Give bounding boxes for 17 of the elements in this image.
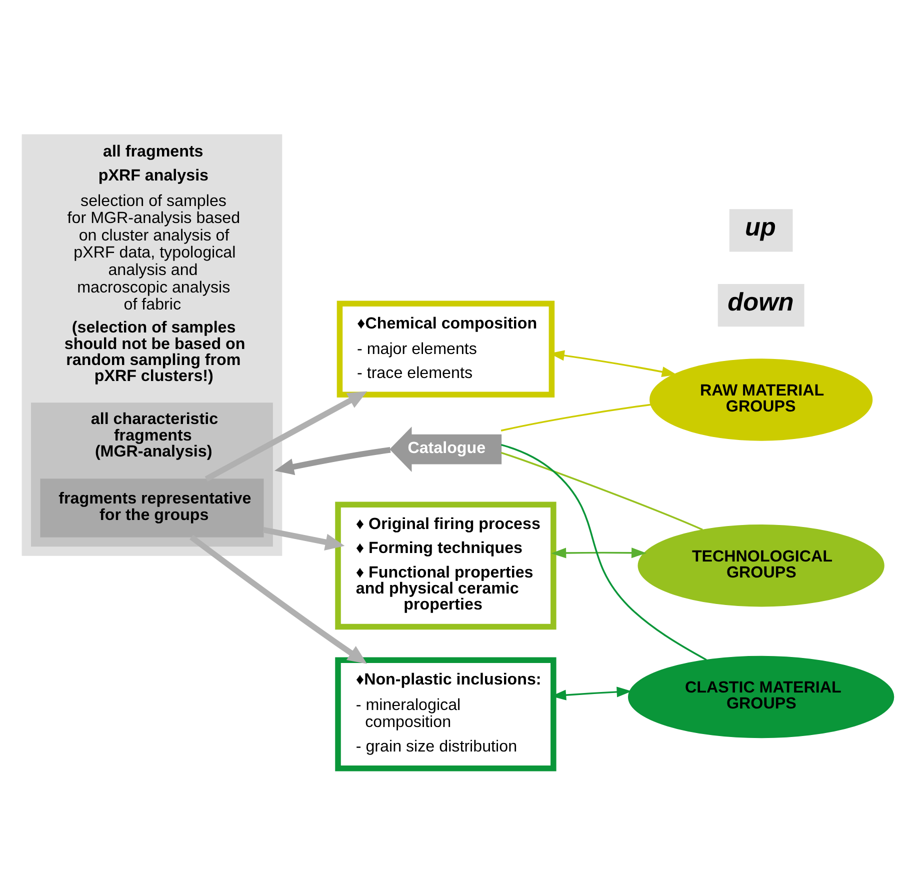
arrow xyxy=(551,548,647,558)
arrow xyxy=(190,534,368,664)
node-ellipse: CLASTIC MATERIAL GROUPS xyxy=(628,656,894,738)
node-ellipse: TECHNOLOGICAL GROUPS xyxy=(638,524,884,607)
label: down xyxy=(728,288,794,317)
node-box: ♦Non-plastic inclusions: - mineralogical composition - grain size distribution xyxy=(335,657,556,772)
arrow xyxy=(274,447,391,476)
arrow xyxy=(204,391,368,482)
node-ellipse: RAW MATERIAL GROUPS xyxy=(650,358,873,441)
arrow xyxy=(262,527,345,550)
node-box: ♦ Original firing process ♦ Forming techniques ♦ Functional properties and physical ceramic properties xyxy=(335,502,556,630)
label: up xyxy=(744,214,776,242)
connector xyxy=(500,404,652,432)
connector xyxy=(500,452,703,530)
node-box: fragments representative for the groups xyxy=(40,478,264,538)
connector xyxy=(500,444,707,661)
node-box: ♦Chemical composition - major elements - trace elements xyxy=(336,300,555,398)
